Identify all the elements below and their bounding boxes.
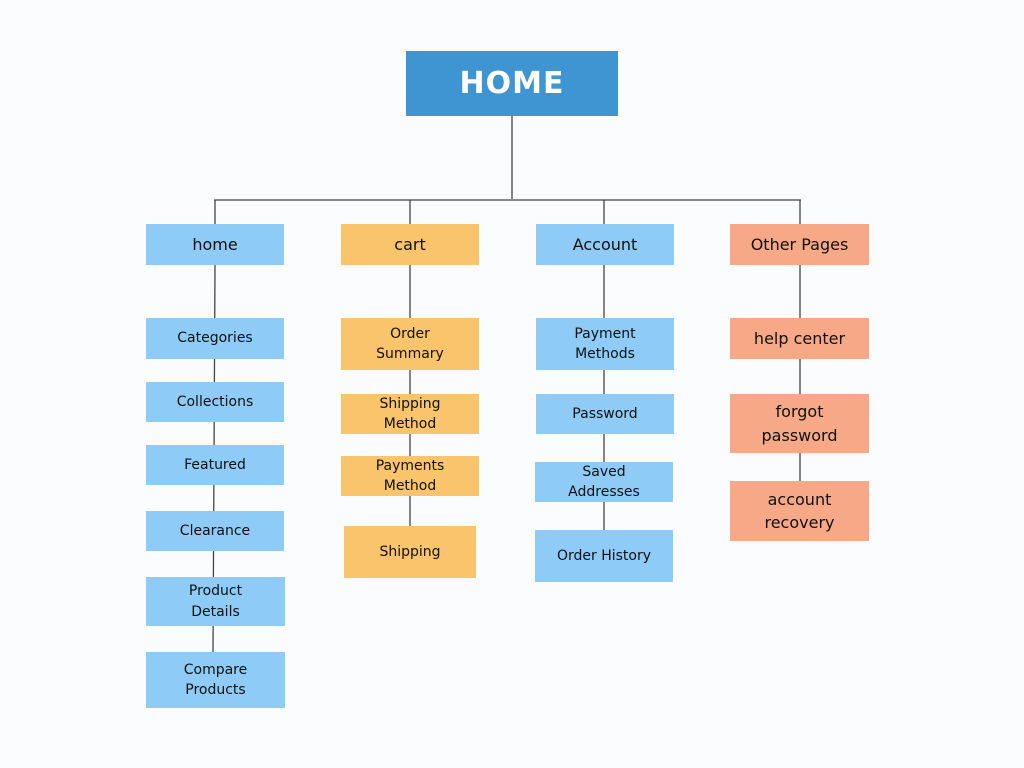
- root-node-home: HOME: [406, 51, 618, 116]
- page-node-clearance: Clearance: [146, 511, 284, 551]
- page-node-categories: Categories: [146, 318, 284, 359]
- page-node-payment-methods: Payment Methods: [536, 318, 674, 370]
- page-node-help-center: help center: [730, 318, 869, 359]
- branch-node-cart: cart: [341, 224, 479, 265]
- page-node-saved-addresses: Saved Addresses: [535, 462, 673, 502]
- page-node-compare-products: Compare Products: [146, 652, 285, 708]
- branch-node-account: Account: [536, 224, 674, 265]
- page-node-collections: Collections: [146, 382, 284, 422]
- page-node-order-summary: Order Summary: [341, 318, 479, 370]
- branch-node-home: home: [146, 224, 284, 265]
- page-node-featured: Featured: [146, 445, 284, 485]
- page-node-product-details: Product Details: [146, 577, 285, 626]
- page-node-password: Password: [536, 394, 674, 434]
- branch-node-other-pages: Other Pages: [730, 224, 869, 265]
- page-node-payments-method: Payments Method: [341, 456, 479, 496]
- page-node-shipping-method: Shipping Method: [341, 394, 479, 434]
- page-node-forgot-password: forgot password: [730, 394, 869, 453]
- page-node-order-history: Order History: [535, 530, 673, 582]
- page-node-account-recovery: account recovery: [730, 481, 869, 541]
- page-node-shipping: Shipping: [344, 526, 476, 578]
